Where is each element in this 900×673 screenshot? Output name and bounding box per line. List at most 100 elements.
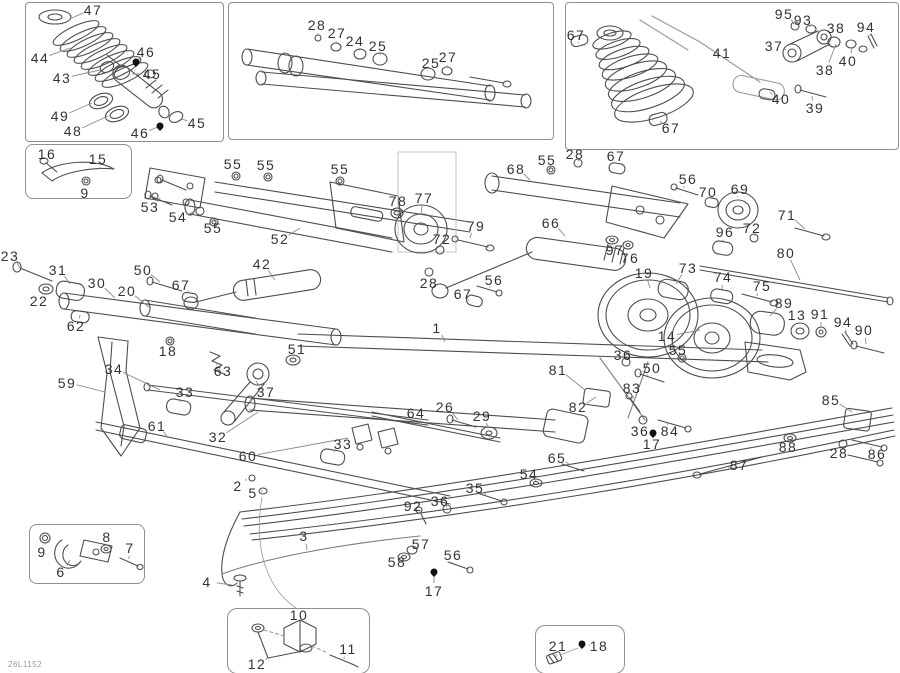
- leader-line: [441, 334, 446, 343]
- callout-label-66: 66: [541, 215, 561, 231]
- leader-line: [794, 219, 806, 230]
- stopper-inset: [227, 608, 370, 673]
- callout-label-63: 63: [213, 363, 233, 379]
- callout-label-93: 93: [793, 12, 813, 28]
- callout-label-1: 1: [432, 320, 442, 336]
- callout-label-40: 40: [838, 53, 858, 69]
- callout-label-49: 49: [50, 108, 70, 124]
- callout-label-38: 38: [815, 62, 835, 78]
- leader-line: [187, 210, 197, 215]
- callout-label-56: 56: [484, 272, 504, 288]
- callout-label-82: 82: [568, 399, 588, 415]
- callout-label-45: 45: [187, 115, 207, 131]
- callout-label-28: 28: [829, 445, 849, 461]
- callout-label-74: 74: [713, 269, 733, 285]
- callout-label-84: 84: [660, 423, 680, 439]
- callout-label-54: 54: [519, 466, 539, 482]
- callout-label-68: 68: [506, 161, 526, 177]
- callout-label-64: 64: [406, 405, 426, 421]
- callout-label-67: 67: [171, 277, 191, 293]
- callout-label-48: 48: [63, 123, 83, 139]
- callout-label-37: 37: [764, 38, 784, 54]
- callout-label-26: 26: [435, 399, 455, 415]
- front-shock-main: [183, 269, 322, 310]
- callout-label-3: 3: [299, 528, 309, 544]
- callout-label-61: 61: [147, 418, 167, 434]
- callout-label-11: 11: [339, 641, 357, 657]
- callout-label-58: 58: [387, 554, 407, 570]
- callout-label-76: 76: [620, 250, 640, 266]
- callout-label-51: 51: [287, 341, 307, 357]
- callout-label-37: 37: [256, 384, 276, 400]
- callout-label-10: 10: [289, 607, 309, 623]
- callout-label-67: 67: [453, 286, 473, 302]
- rear-shock-inset: [565, 2, 899, 150]
- lubricant-droplet-icon: [429, 567, 439, 577]
- callout-label-52: 52: [270, 231, 290, 247]
- callout-label-17: 17: [642, 436, 662, 452]
- callout-label-36: 36: [430, 493, 450, 509]
- callout-label-65: 65: [547, 450, 567, 466]
- callout-label-36: 36: [613, 347, 633, 363]
- callout-label-36: 36: [630, 423, 650, 439]
- callout-label-45: 45: [142, 66, 162, 82]
- callout-label-46: 46: [130, 125, 150, 141]
- grease-part-inset: [535, 625, 625, 673]
- callout-label-50: 50: [642, 360, 662, 376]
- callout-label-28: 28: [565, 146, 585, 162]
- callout-label-34: 34: [104, 361, 124, 377]
- brake-lever: [97, 336, 141, 457]
- callout-label-67: 67: [566, 27, 586, 43]
- callout-label-55: 55: [223, 156, 243, 172]
- callout-label-94: 94: [833, 314, 853, 330]
- callout-label-85: 85: [821, 392, 841, 408]
- callout-label-59: 59: [57, 375, 77, 391]
- callout-label-35: 35: [465, 480, 485, 496]
- callout-label-96: 96: [715, 224, 735, 240]
- callout-label-33: 33: [333, 436, 353, 452]
- callout-label-69: 69: [730, 181, 750, 197]
- front-arm-assembly: [144, 167, 471, 253]
- upper-arms-inset: [228, 2, 554, 140]
- front-shock-inset: [25, 2, 224, 142]
- callout-label-24: 24: [345, 33, 365, 49]
- callout-label-95: 95: [774, 6, 794, 22]
- callout-label-25: 25: [421, 55, 441, 71]
- leader-line: [150, 274, 161, 283]
- callout-label-46: 46: [136, 44, 156, 60]
- leader-line: [864, 337, 867, 345]
- callout-label-5: 5: [248, 485, 258, 501]
- callout-label-70: 70: [698, 184, 718, 200]
- callout-label-8: 8: [102, 529, 112, 545]
- callout-label-87: 87: [729, 457, 749, 473]
- callout-label-92: 92: [403, 498, 423, 514]
- callout-label-55: 55: [256, 157, 276, 173]
- callout-label-72: 72: [432, 231, 452, 247]
- callout-label-31: 31: [48, 262, 68, 278]
- callout-label-44: 44: [30, 50, 50, 66]
- leader-line: [122, 371, 161, 391]
- callout-label-4: 4: [202, 574, 212, 590]
- callout-label-18: 18: [589, 638, 609, 654]
- callout-label-55: 55: [668, 342, 688, 358]
- leader-line: [790, 259, 801, 281]
- leader-line: [565, 374, 586, 391]
- callout-label-43: 43: [52, 70, 72, 86]
- callout-label-28: 28: [307, 17, 327, 33]
- callout-label-13: 13: [787, 307, 807, 323]
- callout-label-20: 20: [117, 283, 137, 299]
- steering-arm-inset: [25, 144, 132, 199]
- callout-label-50: 50: [133, 262, 153, 278]
- leader-line: [418, 420, 421, 425]
- callout-label-7: 7: [125, 540, 135, 556]
- callout-label-86: 86: [867, 446, 887, 462]
- callout-label-55: 55: [537, 152, 557, 168]
- leader-line: [216, 582, 233, 586]
- callout-label-29: 29: [472, 408, 492, 424]
- callout-label-55: 55: [330, 161, 350, 177]
- leader-line: [288, 227, 301, 236]
- callout-label-90: 90: [854, 322, 874, 338]
- callout-label-27: 27: [438, 49, 458, 65]
- callout-label-27: 27: [327, 25, 347, 41]
- callout-label-60: 60: [238, 448, 258, 464]
